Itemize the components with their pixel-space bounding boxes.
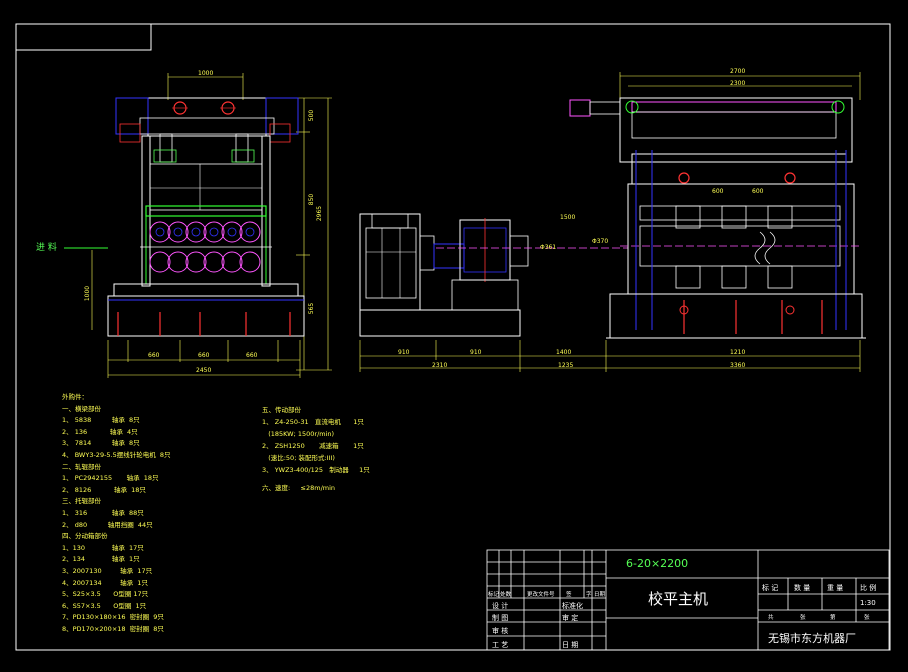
tb-scale-value: 1:30 [860, 599, 876, 607]
note-line: 1、130 轴承 17只 [62, 543, 144, 552]
drive-notes: 五、传动部份 1、 Z4-250-31 直流电机 1只 (185KW; 1500… [262, 404, 370, 494]
dim-side-inner2: 600 [752, 188, 764, 195]
tb-header-5: 日期 [594, 592, 606, 598]
note-line: 1、 Z4-250-31 直流电机 1只 [262, 418, 364, 426]
tb-company: 无锡市东方机器厂 [768, 632, 856, 645]
dim-bottom-total1: 2310 [432, 362, 448, 369]
drive-view [359, 213, 628, 337]
corner-box [15, 23, 152, 51]
tb-right-weight: 重 量 [827, 584, 844, 592]
outer-frame [15, 23, 891, 651]
dim-bottom-1: 910 [398, 349, 410, 356]
tb-right-scale-label: 比 例 [860, 584, 877, 592]
tb-spec: 6-20×2200 [626, 557, 689, 570]
tb-role-check: 审 核 [492, 627, 509, 635]
dim-bottom-total3: 3360 [730, 362, 746, 369]
feed-label: 进 料 [36, 243, 57, 253]
tb-sheet-no: 第 [830, 615, 836, 621]
note-line: 3、 7814 轴承 8只 [62, 439, 140, 448]
parts-notes: 外购件： 一、横梁部份 1、 5838 轴承 8只 2、 136 轴承 4只 3… [62, 392, 171, 635]
dim-front-right1: 500 [308, 109, 316, 122]
tb-header-4: 字 [586, 592, 592, 598]
note-line: 7、PD130×180×16 密封圈 9只 [62, 613, 164, 622]
section-title: 一、横梁部份 [62, 404, 101, 413]
note-line: 3、 YWZ3-400/125 制动器 1只 [262, 466, 370, 474]
tb-mid-approve: 审 定 [562, 614, 579, 622]
note-line: 3、2007130 轴承 17只 [62, 566, 153, 575]
dim-front-bottom-1: 660 [148, 352, 160, 359]
dim-side-top2: 2300 [730, 80, 746, 87]
note-line: 2、 d80 轴用挡圈 44只 [62, 520, 153, 529]
dim-front-bottom-2: 660 [198, 352, 210, 359]
tb-header-3: 签 [566, 592, 572, 598]
dim-bottom-2: 910 [470, 349, 482, 356]
note-line: 2、 ZSH1250 减速箱 1只 [262, 442, 364, 450]
dim-side-inner1: 600 [712, 188, 724, 195]
note-line: 5、S25×3.5 O型圈 17只 [62, 590, 149, 599]
dim-side-pitch: 1500 [560, 214, 576, 221]
section-title: 四、分动箱部份 [62, 532, 108, 541]
note-line: 4、 BWY3-29-5.5摆线针轮电机 8只 [62, 450, 171, 459]
dim-front-top: 1000 [198, 70, 214, 77]
tb-header-2: 更改文件号 [527, 592, 555, 598]
tb-sheet-total: 共 [768, 615, 774, 621]
section-title: 五、传动部份 [262, 406, 301, 414]
tb-right-qty: 数 量 [794, 584, 811, 592]
tb-role-design: 设 计 [492, 602, 509, 610]
bottom-dimension-chain [359, 340, 861, 372]
speed-note: 六、速度: ≤28m/min [262, 484, 336, 492]
dim-front-right2: 850 [308, 193, 316, 206]
dim-bottom-total2: 1235 [558, 362, 574, 369]
dim-front-bottom-3: 660 [246, 352, 258, 359]
note-line: (速比:50; 装配形式:III) [262, 454, 335, 462]
tb-right-mark: 标 记 [762, 584, 779, 592]
dim-side-d1: Φ361 [540, 244, 557, 251]
note-line: 2、 136 轴承 4只 [62, 427, 138, 436]
dim-bottom-4: 1210 [730, 349, 746, 356]
tb-mid-standard: 标准化 [562, 602, 583, 610]
note-line: 1、 PC2942155 轴承 18只 [62, 474, 159, 483]
tb-sheet-total-unit: 张 [800, 615, 806, 621]
dim-front-right-lower: 565 [308, 302, 316, 315]
dim-bottom-3: 1400 [556, 349, 572, 356]
dim-front-left: 1000 [84, 285, 92, 302]
notes-title: 外购件： [62, 393, 88, 401]
tb-role-draw: 制 图 [492, 614, 509, 622]
tb-role-process: 工 艺 [492, 641, 509, 649]
tb-header-0: 标记 [488, 592, 500, 598]
title-block-lines [486, 549, 890, 651]
note-line: 1、 5838 轴承 8只 [62, 416, 140, 425]
dim-front-right-total: 2965 [316, 205, 324, 222]
section-title: 二、轧辊部份 [62, 462, 101, 471]
note-line: 2、134 轴承 1只 [62, 555, 140, 564]
note-line: 2、 8126 轴承 18只 [62, 485, 146, 494]
dim-side-top1: 2700 [730, 68, 746, 75]
note-line: 1、 316 轴承 88只 [62, 508, 144, 517]
note-line: 8、PD170×200×18 密封圈 8只 [62, 624, 164, 633]
note-line: (185KW; 1500r/min) [262, 430, 335, 438]
note-line: 4、2007134 轴承 1只 [62, 578, 148, 587]
tb-mid-date: 日 期 [562, 641, 579, 649]
front-view [64, 73, 332, 378]
tb-drawing-name: 校平主机 [648, 590, 709, 608]
note-line: 6、S57×3.5 O型圈 1只 [62, 601, 147, 610]
dim-front-bottom-total: 2450 [196, 367, 212, 374]
side-view [569, 72, 866, 339]
dim-side-d2: Φ370 [592, 238, 609, 245]
section-title: 三、托辊部份 [62, 497, 101, 506]
tb-sheet-no-unit: 张 [864, 615, 870, 621]
tb-header-1: 处数 [500, 592, 512, 598]
